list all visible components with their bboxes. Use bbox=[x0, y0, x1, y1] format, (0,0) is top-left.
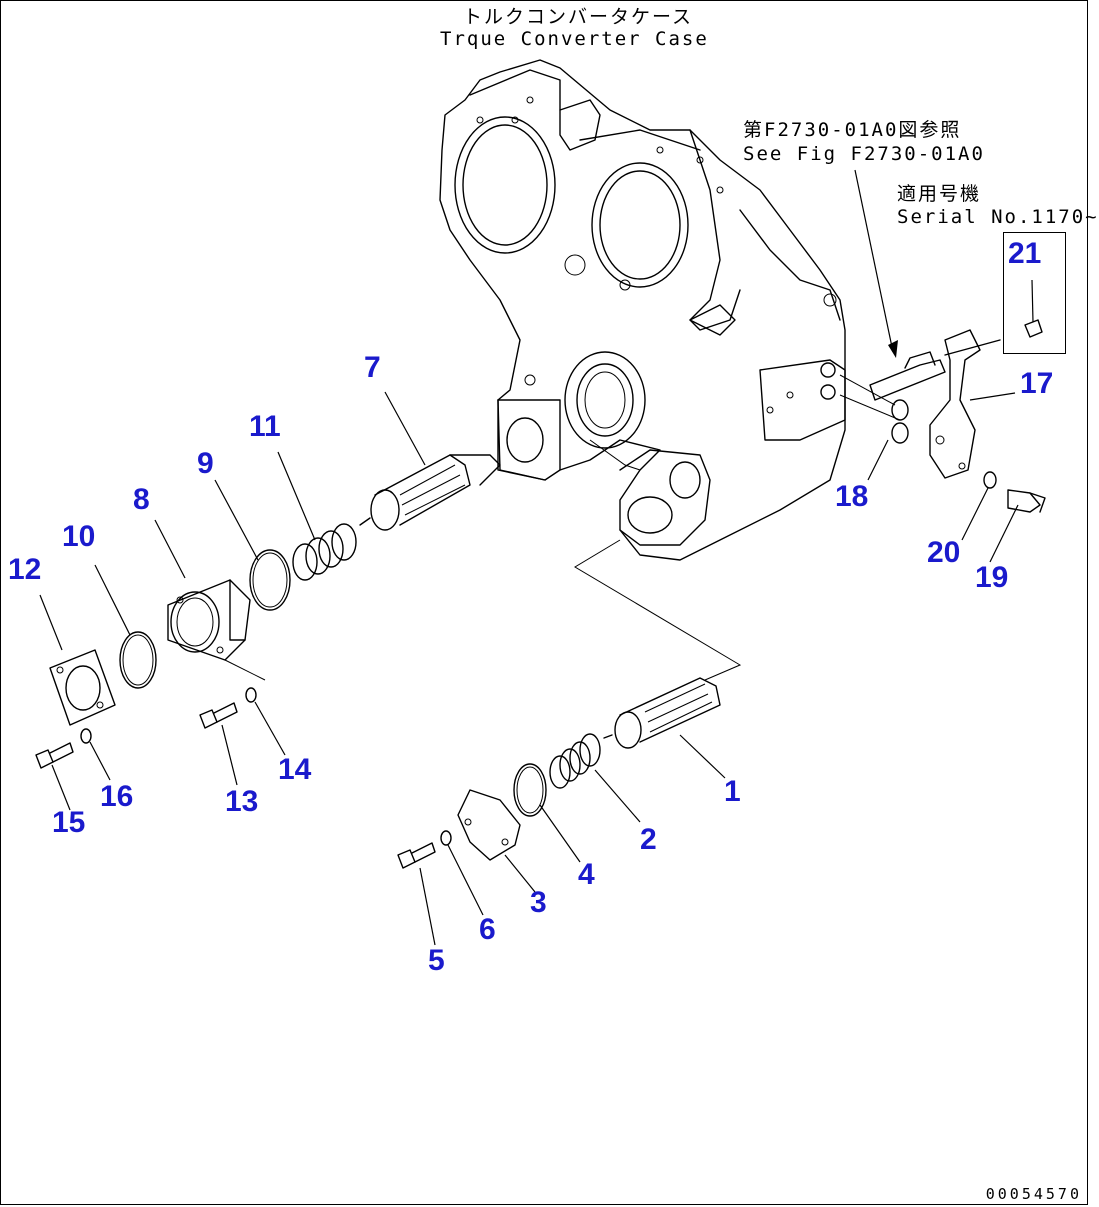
callout-2: 2 bbox=[640, 823, 657, 856]
callout-10: 10 bbox=[62, 520, 96, 553]
case-title-en: Trque Converter Case bbox=[440, 28, 709, 50]
callout-3: 3 bbox=[530, 886, 547, 919]
part-15-bolt bbox=[35, 742, 74, 769]
part-21-plug bbox=[1024, 319, 1043, 338]
torque-converter-case bbox=[439, 59, 846, 561]
part-10-o-ring bbox=[119, 631, 157, 689]
part-20-washer bbox=[983, 471, 997, 489]
part-16-washer bbox=[80, 728, 92, 744]
reference-arrow bbox=[854, 169, 894, 353]
part-18-fittings bbox=[891, 399, 909, 444]
callout-11: 11 bbox=[249, 410, 281, 443]
callout-17: 17 bbox=[1020, 367, 1054, 400]
part-4-o-ring bbox=[513, 763, 547, 817]
part-7-filter bbox=[359, 454, 501, 531]
callout-8: 8 bbox=[133, 483, 150, 516]
part-17-bracket bbox=[929, 329, 981, 479]
part-13-bolt bbox=[199, 702, 238, 729]
callout-19: 19 bbox=[975, 561, 1009, 594]
part-1-strainer bbox=[603, 677, 721, 749]
part-8-housing bbox=[167, 579, 266, 681]
hose-fitting-reference bbox=[869, 339, 1001, 401]
reference-note-en: See Fig F2730-01A0 bbox=[743, 143, 985, 165]
part-12-plate bbox=[49, 649, 116, 726]
leader-lines bbox=[39, 279, 1034, 946]
serial-applicability-box bbox=[1003, 232, 1066, 354]
callout-7: 7 bbox=[364, 351, 381, 384]
applicability-note-en: Serial No.1170~ bbox=[897, 206, 1099, 228]
part-11-spring bbox=[292, 523, 357, 581]
callout-1: 1 bbox=[724, 775, 741, 808]
callout-9: 9 bbox=[197, 447, 214, 480]
reference-note-jp: 第F2730-01A0図参照 bbox=[743, 119, 962, 141]
assembly-path-line bbox=[574, 539, 742, 681]
callout-20: 20 bbox=[927, 536, 961, 569]
callout-21: 21 bbox=[1008, 237, 1042, 270]
callout-15: 15 bbox=[52, 806, 86, 839]
callout-6: 6 bbox=[479, 913, 496, 946]
callout-13: 13 bbox=[225, 785, 259, 818]
part-2-spring bbox=[549, 733, 601, 789]
part-14-washer bbox=[245, 687, 257, 703]
part-3-cover bbox=[457, 789, 521, 861]
part-6-washer bbox=[440, 830, 452, 846]
callout-12: 12 bbox=[8, 553, 42, 586]
callout-18: 18 bbox=[835, 480, 869, 513]
part-9-o-ring bbox=[249, 549, 291, 611]
callout-14: 14 bbox=[278, 753, 312, 786]
callout-4: 4 bbox=[578, 858, 595, 891]
case-title-jp: トルクコンバータケース bbox=[463, 6, 694, 28]
part-5-bolt bbox=[397, 842, 436, 869]
arrow-head-icon bbox=[888, 340, 898, 358]
callout-16: 16 bbox=[100, 780, 134, 813]
part-19-bolt bbox=[1007, 489, 1046, 513]
document-number: 00054570 bbox=[985, 1185, 1082, 1203]
callout-5: 5 bbox=[428, 944, 445, 977]
applicability-note-jp: 適用号機 bbox=[897, 183, 982, 205]
